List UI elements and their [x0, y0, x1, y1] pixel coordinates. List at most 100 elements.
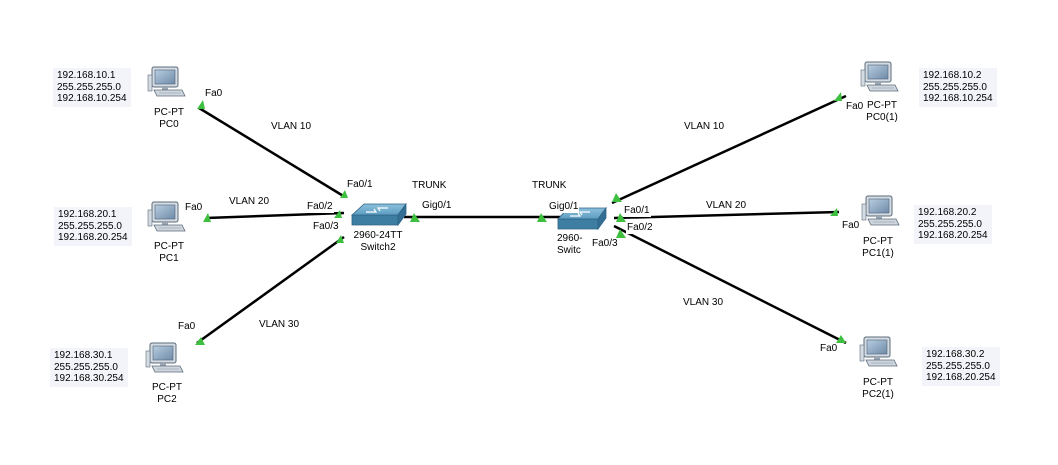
vlan-label-right-2: VLAN 20 [705, 200, 748, 212]
port-label-pc0_1: Fa0 [846, 101, 864, 112]
link-up-indicator [830, 208, 838, 216]
link-pc0_1-switch[interactable] [611, 94, 847, 205]
pc1-name: PC1 [159, 253, 179, 264]
pc1_1-gateway: 192.168.20.254 [918, 230, 988, 241]
pc1_1-mask: 255.255.255.0 [918, 218, 982, 230]
pc2-icon[interactable] [145, 342, 184, 373]
pc2-ip: 192.168.30.1 [54, 350, 113, 361]
switch-right-model: 2960- [557, 233, 583, 244]
pc1-gateway: 192.168.20.254 [58, 232, 128, 243]
links [196, 94, 847, 345]
port-label-swr-fa01: Fa0/1 [623, 205, 651, 217]
link-up-indicator [410, 213, 420, 222]
pc2-name: PC2 [157, 394, 177, 405]
pc2_1-model: PC-PT [863, 377, 893, 388]
link-pc2-switch2[interactable] [196, 235, 345, 345]
pc0_1-ip: 192.168.10.2 [923, 70, 982, 81]
pc0_1-label: PC-PT PC0(1) [860, 100, 904, 124]
switch-right-name: Switc [557, 245, 581, 256]
pc1_1-config: 192.168.20.2 255.255.255.0 192.168.20.25… [914, 205, 992, 244]
pc1_1-icon[interactable] [861, 195, 900, 226]
pc2-gateway: 192.168.30.254 [54, 373, 124, 384]
pc2-label: PC-PT PC2 [145, 382, 189, 406]
pc1-mask: 255.255.255.0 [58, 220, 122, 232]
pc0_1-mask: 255.255.255.0 [923, 81, 987, 93]
pc1-label: PC-PT PC1 [147, 241, 191, 265]
link-up-indicator [336, 235, 344, 243]
pc1_1-label: PC-PT PC1(1) [856, 236, 900, 260]
switch2-label: 2960-24TT Switch2 [350, 230, 406, 254]
port-label-pc0: Fa0 [205, 88, 223, 99]
pc0-model: PC-PT [154, 107, 184, 118]
pc2_1-label: PC-PT PC2(1) [856, 377, 900, 401]
switch2-model: 2960-24TT [353, 230, 403, 241]
pc1-model: PC-PT [154, 241, 184, 252]
link-up-indicator [834, 92, 842, 101]
pc2_1-name: PC2(1) [862, 389, 894, 400]
link-up-indicator [616, 229, 626, 238]
port-label-sw2-fa01: Fa0/1 [347, 179, 373, 190]
link-up-indicator [612, 193, 622, 202]
link-pc1-switch2[interactable] [205, 211, 345, 220]
pc0-label: PC-PT PC0 [147, 107, 191, 131]
vlan-label-right-3: VLAN 30 [683, 297, 724, 308]
pc2_1-config: 192.168.30.2 255.255.255.0 192.168.20.25… [922, 347, 1000, 386]
trunk-label-right: TRUNK [532, 180, 567, 191]
port-label-pc1_1: Fa0 [842, 220, 860, 231]
pc0-gateway: 192.168.10.254 [57, 93, 127, 104]
pc2-model: PC-PT [152, 382, 182, 393]
link-up-indicator [195, 337, 205, 345]
pc1_1-name: PC1(1) [862, 248, 894, 259]
port-label-sw2-fa02: Fa0/2 [306, 201, 334, 213]
pc2_1-gateway: 192.168.20.254 [926, 372, 996, 383]
pc1-ip: 192.168.20.1 [58, 209, 117, 220]
pc0-mask: 255.255.255.0 [57, 81, 121, 93]
pc1-config: 192.168.20.1 255.255.255.0 192.168.20.25… [54, 207, 132, 246]
port-label-pc2: Fa0 [178, 321, 196, 332]
pc0-name: PC0 [159, 119, 179, 130]
vlan-label-right-1: VLAN 10 [684, 121, 725, 132]
vlan-label-left-2: VLAN 20 [229, 196, 270, 207]
port-label-pc2_1: Fa0 [820, 343, 838, 354]
link-up-indicator [537, 213, 547, 222]
port-label-sw2-gig01: Gig0/1 [421, 200, 453, 212]
pc0_1-config: 192.168.10.2 255.255.255.0 192.168.10.25… [919, 68, 997, 107]
pc0_1-model: PC-PT [867, 100, 897, 111]
pc2_1-icon[interactable] [859, 336, 898, 367]
pc1_1-model: PC-PT [863, 236, 893, 247]
switch-right-label: 2960- Switc [557, 233, 583, 257]
pc0_1-gateway: 192.168.10.254 [923, 93, 993, 104]
link-pc1_1-switch[interactable] [613, 210, 840, 220]
link-indicators [195, 92, 846, 345]
link-up-indicator [836, 335, 846, 343]
pc2_1-mask: 255.255.255.0 [926, 360, 990, 372]
switch2-icon[interactable] [350, 202, 407, 227]
link-pc0-switch2[interactable] [198, 106, 346, 199]
link-up-indicator [616, 213, 626, 222]
pc2_1-ip: 192.168.30.2 [926, 349, 985, 360]
link-up-indicator [203, 213, 211, 222]
port-label-swr-fa03: Fa0/3 [591, 238, 619, 250]
link-pc2_1-switch[interactable] [613, 224, 847, 345]
pc2-config: 192.168.30.1 255.255.255.0 192.168.30.25… [50, 348, 128, 387]
vlan-label-left-1: VLAN 10 [271, 121, 312, 132]
port-label-pc1: Fa0 [185, 202, 203, 213]
link-up-indicator [334, 210, 342, 218]
pc1-icon[interactable] [147, 201, 186, 232]
pc0_1-icon[interactable] [860, 61, 899, 92]
port-label-sw2-fa03: Fa0/3 [313, 221, 339, 232]
pc2-mask: 255.255.255.0 [54, 361, 118, 373]
pc0-ip: 192.168.10.1 [57, 70, 116, 81]
pc0_1-name: PC0(1) [866, 112, 898, 123]
trunk-label-left: TRUNK [412, 180, 447, 191]
pc0-config: 192.168.10.1 255.255.255.0 192.168.10.25… [53, 68, 131, 107]
link-up-indicator [197, 100, 205, 109]
link-up-indicator [340, 190, 348, 198]
port-label-swr-gig01: Gig0/1 [548, 201, 580, 213]
switch2-name: Switch2 [360, 242, 396, 253]
vlan-label-left-3: VLAN 30 [259, 319, 300, 330]
port-label-swr-fa02: Fa0/2 [626, 222, 654, 234]
pc0-icon[interactable] [147, 66, 186, 97]
pc1_1-ip: 192.168.20.2 [918, 207, 977, 218]
